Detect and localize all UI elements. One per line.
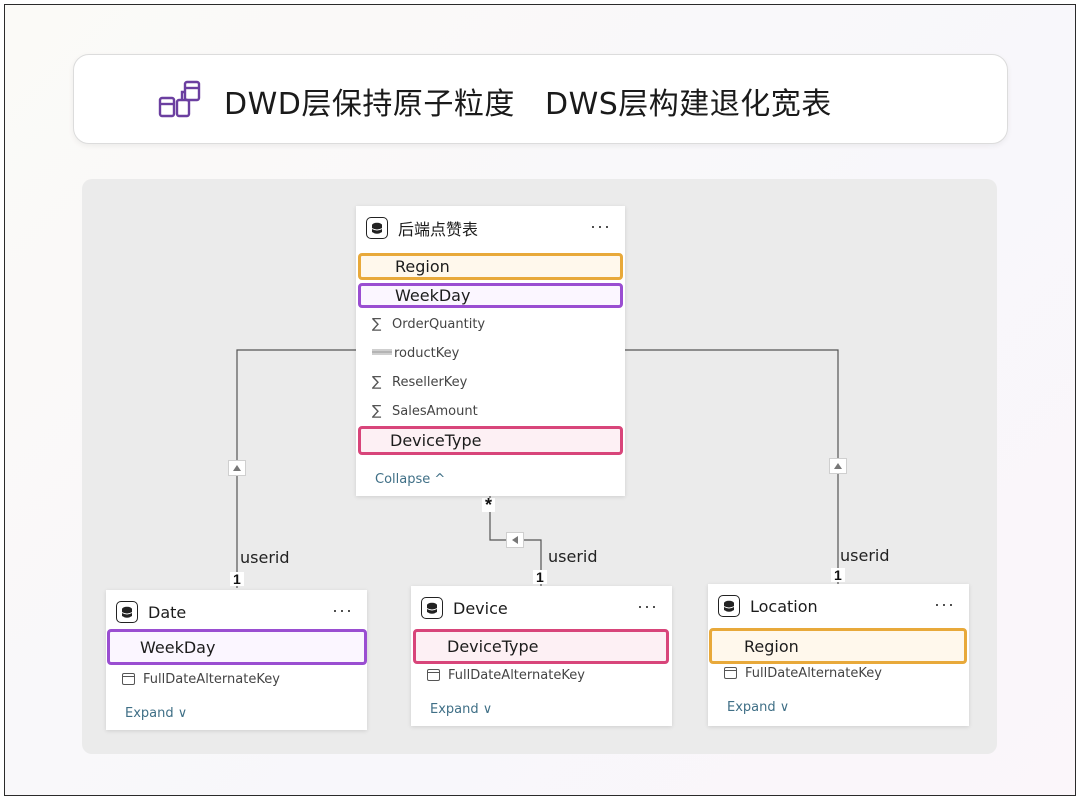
field-fulldatealternatekey[interactable]: FullDateAlternateKey [724,660,882,686]
more-options-icon[interactable]: ··· [332,600,353,620]
filter-direction-up-icon[interactable] [829,458,847,474]
field-region-highlight[interactable]: Region [709,628,967,664]
filter-direction-up-icon[interactable] [228,460,246,476]
field-devicetype-highlight[interactable]: DeviceType [358,426,623,455]
field-region-highlight[interactable]: Region [358,253,623,280]
more-options-icon[interactable]: ··· [637,596,658,616]
calendar-icon [122,673,135,685]
more-options-icon[interactable]: ··· [934,594,955,614]
location-table-name: Location [750,596,818,616]
calendar-icon [724,667,737,679]
fact-table-name: 后端点赞表 [398,220,479,239]
location-table-header: Location ··· [718,594,959,618]
field-devicetype-highlight[interactable]: DeviceType [413,629,669,664]
more-options-icon[interactable]: ··· [590,216,611,236]
expand-toggle[interactable]: Expand ∨ [125,706,188,721]
field-weekday-highlight[interactable]: WeekDay [107,629,367,665]
key-icon [372,345,394,361]
field-fulldatealternatekey[interactable]: FullDateAlternateKey [122,666,280,692]
database-icon [366,217,388,239]
field-resellerkey[interactable]: ∑ ResellerKey [372,374,468,390]
field-orderquantity[interactable]: ∑ OrderQuantity [372,316,486,332]
date-table-card[interactable]: Date ··· WeekDay FullDateAlternateKey Ex… [106,590,367,730]
fact-table-header: 后端点赞表 ··· [366,216,615,240]
table-relationship-icon [158,80,201,118]
filter-direction-left-icon[interactable] [506,532,524,548]
expand-toggle[interactable]: Expand ∨ [727,700,790,715]
field-salesamount[interactable]: ∑ SalesAmount [372,403,478,419]
expand-toggle[interactable]: Expand ∨ [430,702,493,717]
cardinality-one-location: 1 [831,568,845,582]
collapse-toggle[interactable]: Collapse ^ [375,472,446,487]
sigma-icon: ∑ [372,374,382,390]
date-table-name: Date [148,602,187,622]
field-fulldatealternatekey[interactable]: FullDateAlternateKey [427,662,585,688]
relationship-key-location: userid [840,546,890,565]
field-productkey[interactable]: roductKey [372,340,459,366]
database-icon [116,601,138,623]
database-icon [421,597,443,619]
cardinality-many-fact: * [482,496,496,514]
device-table-name: Device [453,598,508,618]
database-icon [718,595,740,617]
sigma-icon: ∑ [372,403,382,419]
device-table-card[interactable]: Device ··· DeviceType FullDateAlternateK… [411,586,672,726]
calendar-icon [427,669,440,681]
relationship-key-date: userid [240,548,290,567]
location-table-card[interactable]: Location ··· Region FullDateAlternateKey… [708,584,969,726]
date-table-header: Date ··· [116,600,357,624]
sigma-icon: ∑ [372,316,382,332]
field-weekday-highlight[interactable]: WeekDay [358,283,623,308]
header-banner: DWD层保持原子粒度 DWS层构建退化宽表 [73,54,1008,144]
relationship-key-device: userid [548,547,598,566]
page-title: DWD层保持原子粒度 DWS层构建退化宽表 [224,87,832,122]
cardinality-one-device: 1 [533,570,547,584]
device-table-header: Device ··· [421,596,662,620]
cardinality-one-date: 1 [230,572,244,586]
fact-table-card[interactable]: 后端点赞表 ··· Region WeekDay ∑ OrderQuantity… [356,206,625,496]
